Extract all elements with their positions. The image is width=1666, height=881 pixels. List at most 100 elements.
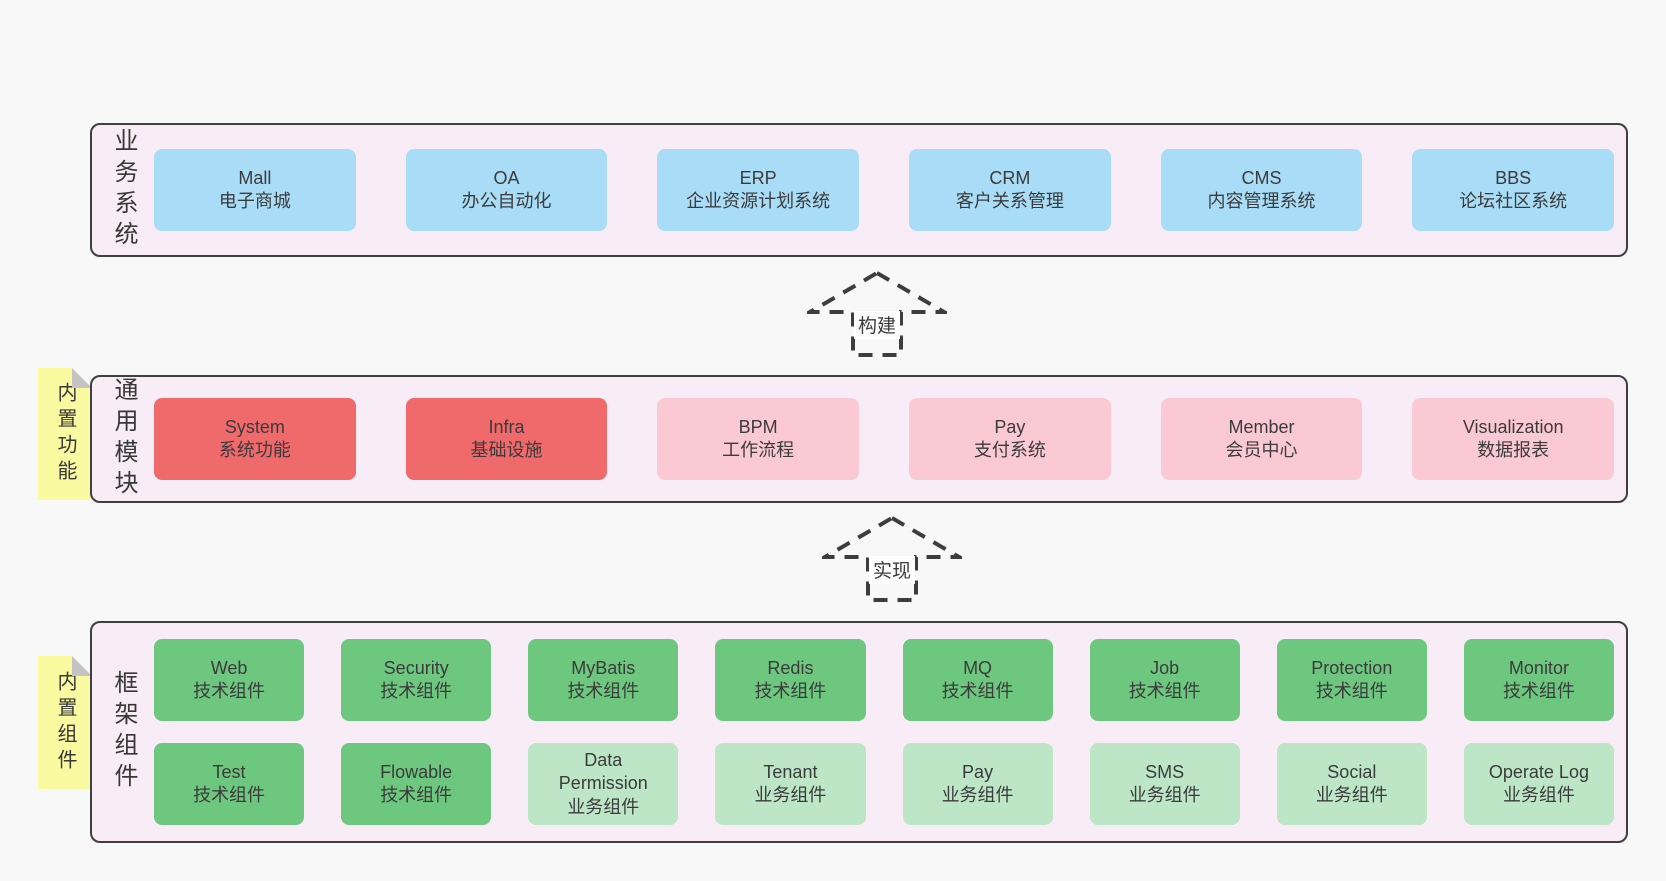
box-mq: MQ 技术组件 [902,639,1053,721]
box-desc: 会员中心 [1225,440,1298,460]
box-desc: 业务组件 [754,785,827,805]
band-content: System 系统功能 Infra 基础设施 BPM 工作流程 Pay 支付系统… [154,377,1626,501]
box-oa: OA 办公自动化 [405,149,608,231]
box-bpm: BPM 工作流程 [657,398,860,480]
box-name: SMS [1145,761,1185,782]
box-security: Security 技术组件 [341,639,492,721]
box-name: Job [1150,657,1180,678]
build-arrow-label: 构建 [858,315,896,337]
box-name: OA [493,167,520,188]
box-name: Web [210,657,248,678]
box-name: CMS [1241,167,1282,188]
components-row-2: Test 技术组件 Flowable 技术组件 Data Permission … [154,743,1614,825]
box-desc: 业务组件 [1502,785,1575,805]
box-name: ERP [739,167,777,188]
box-name: BPM [738,416,778,437]
box-name: Tenant [763,761,818,782]
band-business-systems: 业务系统 Mall 电子商城 OA 办公自动化 ERP 企业资源计划系统 CRM… [90,123,1628,257]
band-content: Web 技术组件 Security 技术组件 MyBatis 技术组件 Redi… [154,623,1626,841]
note-fold-icon [72,656,92,676]
box-social: Social 业务组件 [1276,743,1427,825]
box-desc: 客户关系管理 [955,191,1064,211]
box-desc: 技术组件 [380,785,453,805]
box-name: Operate Log [1488,761,1589,782]
note-label: 内置组件 [54,670,76,775]
box-monitor: Monitor 技术组件 [1463,639,1614,721]
box-tenant: Tenant 业务组件 [715,743,866,825]
up-arrow-icon [807,270,947,357]
box-pay-business: Pay 业务组件 [902,743,1053,825]
box-sms: SMS 业务组件 [1089,743,1240,825]
up-arrow-icon [822,515,962,602]
box-name: Infra [488,416,525,437]
box-desc: 技术组件 [754,681,827,701]
components-row-1: Web 技术组件 Security 技术组件 MyBatis 技术组件 Redi… [154,639,1614,721]
box-desc: 业务组件 [1128,785,1201,805]
box-desc: 技术组件 [567,681,640,701]
box-desc: 技术组件 [380,681,453,701]
box-name: Flowable [380,761,453,782]
box-redis: Redis 技术组件 [715,639,866,721]
band-label-business-systems: 业务系统 [92,125,154,255]
sticky-note-builtin-features: 内置功能 [38,368,92,500]
box-member: Member 会员中心 [1160,398,1363,480]
box-name: Monitor [1508,657,1569,678]
box-desc: 业务组件 [567,796,640,817]
box-desc: 企业资源计划系统 [686,191,831,211]
box-data-permission: Data Permission 业务组件 [528,743,679,825]
box-name: Mall [238,167,272,188]
box-web: Web 技术组件 [154,639,305,721]
box-name: BBS [1495,167,1532,188]
box-desc: 办公自动化 [461,191,552,211]
box-mall: Mall 电子商城 [154,149,356,231]
box-pay: Pay 支付系统 [909,398,1111,480]
box-name: Protection [1311,657,1393,678]
box-name: MyBatis [571,657,636,678]
box-name: Security [383,657,449,678]
box-desc: 技术组件 [1502,681,1575,701]
box-desc: 技术组件 [193,681,266,701]
band-label-common-modules: 通用模块 [92,377,154,501]
arrow-label-bg [854,311,900,339]
box-desc: 支付系统 [973,440,1046,460]
box-infra: Infra 基础设施 [405,398,608,480]
band-label-text: 通用模块 [110,377,137,501]
box-desc: 电子商城 [218,191,291,211]
box-bbs: BBS 论坛社区系统 [1412,149,1615,231]
box-operate-log: Operate Log 业务组件 [1463,743,1614,825]
box-name: Member [1228,416,1295,437]
box-desc: 基础设施 [470,440,543,460]
band-framework-components: 框架组件 Web 技术组件 Security 技术组件 MyBatis 技术组件… [90,621,1628,843]
box-name: Pay [962,761,994,782]
box-name: Pay [994,416,1026,437]
box-erp: ERP 企业资源计划系统 [657,149,860,231]
box-desc: 技术组件 [1315,681,1388,701]
band-label-framework-components: 框架组件 [92,623,154,841]
box-desc: 技术组件 [193,785,266,805]
box-desc: 工作流程 [722,440,795,460]
band-content: Mall 电子商城 OA 办公自动化 ERP 企业资源计划系统 CRM 客户关系… [154,125,1626,255]
box-name: Social [1327,761,1377,782]
box-name: CRM [989,167,1031,188]
box-flowable: Flowable 技术组件 [341,743,492,825]
box-name: Test [212,761,246,782]
box-job: Job 技术组件 [1089,639,1240,721]
implement-up-arrow: 实现 [822,515,962,602]
implement-arrow-label: 实现 [873,560,911,582]
box-desc: 系统功能 [218,440,291,460]
note-fold-icon [72,368,92,388]
band-common-modules: 通用模块 System 系统功能 Infra 基础设施 BPM 工作流程 Pay… [90,375,1628,503]
box-desc: 论坛社区系统 [1459,191,1568,211]
box-desc: 技术组件 [941,681,1014,701]
box-name: MQ [963,657,993,678]
band-label-text: 框架组件 [110,670,137,794]
box-cms: CMS 内容管理系统 [1160,149,1363,231]
box-mybatis: MyBatis 技术组件 [528,639,679,721]
box-desc: 业务组件 [941,785,1014,805]
box-name: Data Permission [558,749,648,794]
arrow-label-bg [869,556,915,584]
box-system: System 系统功能 [154,398,356,480]
sticky-note-builtin-components: 内置组件 [38,656,92,789]
box-crm: CRM 客户关系管理 [909,149,1111,231]
